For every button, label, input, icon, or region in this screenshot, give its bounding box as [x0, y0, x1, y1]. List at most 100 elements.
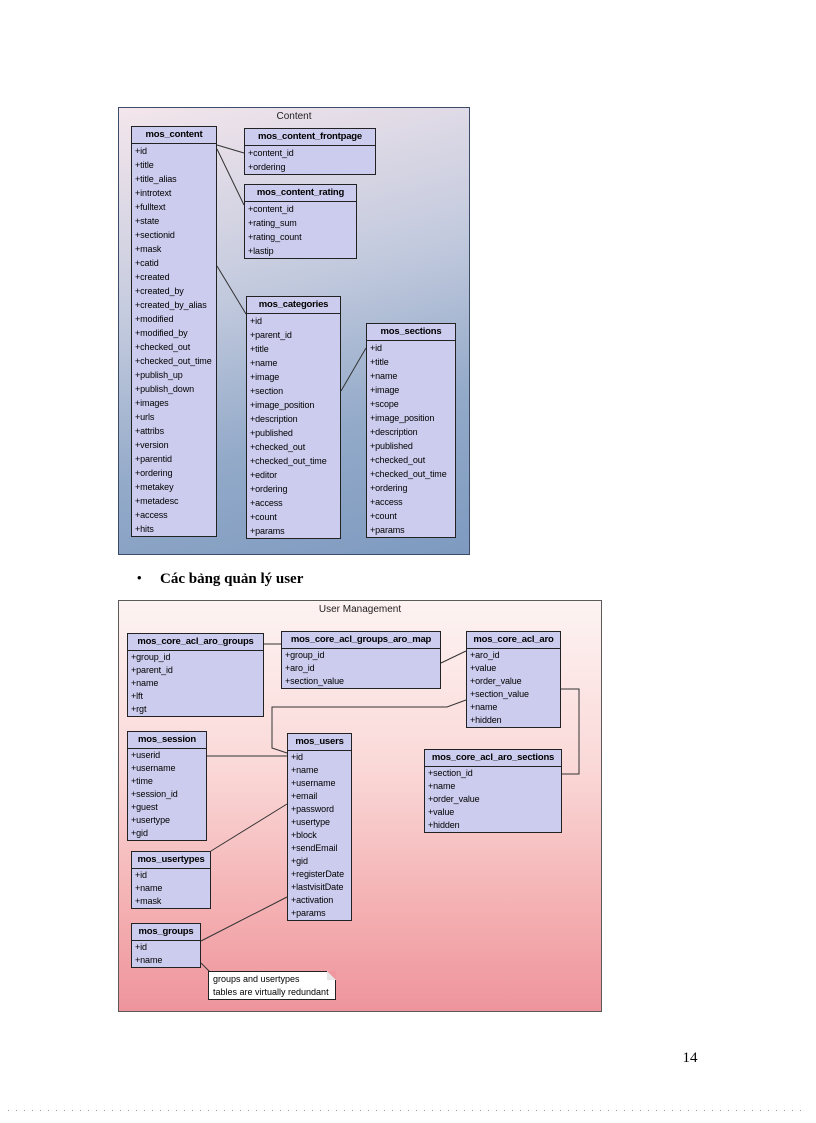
- table-mos-core-acl-aro: mos_core_acl_aro+aro_id+value+order_valu…: [466, 631, 561, 728]
- table-field: +name: [291, 765, 319, 775]
- table-header: mos_core_acl_aro: [467, 632, 560, 649]
- connector-content-frontpage: [216, 144, 245, 154]
- table-field: +publish_up: [135, 370, 183, 380]
- table-field: +name: [131, 678, 159, 688]
- table-header: mos_session: [128, 732, 206, 749]
- table-field: +section_value: [285, 676, 344, 686]
- table-field: +title_alias: [135, 174, 177, 184]
- table-field: +metakey: [135, 482, 174, 492]
- user-management-er-diagram: User Management mos_core_acl_aro_groups+…: [118, 600, 602, 1012]
- table-field: +rating_count: [248, 232, 302, 242]
- table-field: +content_id: [248, 204, 294, 214]
- table-mos-core-acl-aro-sections: mos_core_acl_aro_sections+section_id+nam…: [424, 749, 562, 833]
- table-field: +aro_id: [470, 650, 500, 660]
- connector-aromap-aclaro: [440, 650, 467, 664]
- table-mos-users: mos_users+id+name+username+email+passwor…: [287, 733, 352, 921]
- table-field: +state: [135, 216, 160, 226]
- table-field: +name: [370, 371, 398, 381]
- table-field: +ordering: [370, 483, 408, 493]
- table-mos-core-acl-aro-groups: mos_core_acl_aro_groups+group_id+parent_…: [127, 633, 264, 717]
- table-field: +group_id: [285, 650, 325, 660]
- table-field: +editor: [250, 470, 278, 480]
- table-field: +group_id: [131, 652, 171, 662]
- table-field: +urls: [135, 412, 155, 422]
- table-field: +count: [370, 511, 397, 521]
- page-number: 14: [682, 1050, 698, 1066]
- table-field: +created_by: [135, 286, 184, 296]
- table-field: +params: [250, 526, 285, 536]
- table-field: +order_value: [428, 794, 480, 804]
- table-mos-core-acl-groups-aro-map: mos_core_acl_groups_aro_map+group_id+aro…: [281, 631, 441, 689]
- table-field: +parent_id: [131, 665, 173, 675]
- table-field: +sectionid: [135, 230, 175, 240]
- table-field: +published: [370, 441, 413, 451]
- table-field: +usertype: [131, 815, 170, 825]
- table-field: +created_by_alias: [135, 300, 207, 310]
- table-field: +checked_out_time: [250, 456, 327, 466]
- table-field: +image_position: [370, 413, 435, 423]
- diagram-title: User Management: [318, 604, 402, 615]
- table-field: +username: [131, 763, 176, 773]
- table-header: mos_usertypes: [132, 852, 210, 869]
- table-header: mos_users: [288, 734, 351, 751]
- table-field: +sendEmail: [291, 843, 338, 853]
- table-field: +version: [135, 440, 169, 450]
- table-field: +userid: [131, 750, 161, 760]
- table-field: +image_position: [250, 400, 315, 410]
- table-field: +title: [370, 357, 389, 367]
- table-field: +name: [135, 883, 163, 893]
- table-field: +images: [135, 398, 169, 408]
- table-header: mos_content_rating: [245, 185, 356, 202]
- table-field: +mask: [135, 244, 162, 254]
- table-field: +scope: [370, 399, 399, 409]
- table-mos-content-rating: mos_content_rating+content_id+rating_sum…: [244, 184, 357, 259]
- table-field: +ordering: [248, 162, 286, 172]
- table-field: +published: [250, 428, 293, 438]
- table-field: +params: [370, 525, 405, 535]
- table-mos-usertypes: mos_usertypes+id+name+mask: [131, 851, 211, 909]
- table-mos-categories: mos_categories+id+parent_id+title+name+i…: [246, 296, 341, 539]
- table-field: +lft: [131, 691, 143, 701]
- table-field: +section: [250, 386, 283, 396]
- table-field: +description: [370, 427, 418, 437]
- table-field: +value: [428, 807, 455, 817]
- table-field: +lastvisitDate: [291, 882, 344, 892]
- table-field: +rgt: [131, 704, 147, 714]
- table-field: +image: [370, 385, 400, 395]
- table-mos-sections: mos_sections+id+title+name+image+scope+i…: [366, 323, 456, 538]
- table-field: +lastip: [248, 246, 274, 256]
- table-header: mos_categories: [247, 297, 340, 314]
- table-field: +section_value: [470, 689, 529, 699]
- table-field: +hidden: [470, 715, 502, 725]
- connector-usertypes-users: [210, 803, 288, 852]
- table-field: +name: [428, 781, 456, 791]
- diagram-note: groups and usertypes tables are virtuall…: [208, 971, 336, 1000]
- table-field: +access: [250, 498, 283, 508]
- table-field: +checked_out: [250, 442, 306, 452]
- bullet-item: • Các bảng quản lý user: [137, 570, 303, 588]
- connector-users-aclaro: [271, 699, 467, 754]
- table-field: +access: [135, 510, 168, 520]
- table-field: +created: [135, 272, 170, 282]
- table-field: +title: [135, 160, 154, 170]
- table-field: +id: [250, 316, 262, 326]
- connector-lines: [216, 144, 367, 392]
- connector-lines: [200, 643, 580, 974]
- table-field: +publish_down: [135, 384, 194, 394]
- connector-content-rating: [216, 148, 245, 206]
- table-field: +block: [291, 830, 317, 840]
- table-field: +password: [291, 804, 334, 814]
- table-field: +modified_by: [135, 328, 188, 338]
- page-break-dotted-line: [8, 1110, 808, 1111]
- connector-groups-users: [200, 896, 288, 942]
- bullet-icon: •: [137, 570, 142, 585]
- table-field: +access: [370, 497, 403, 507]
- table-field: +id: [370, 343, 382, 353]
- table-field: +introtext: [135, 188, 172, 198]
- connector-aclaro-sections: [561, 688, 580, 775]
- table-field: +id: [135, 146, 147, 156]
- table-field: +usertype: [291, 817, 330, 827]
- table-field: +modified: [135, 314, 174, 324]
- table-field: +checked_out_time: [135, 356, 212, 366]
- bullet-text: Các bảng quản lý user: [160, 571, 304, 587]
